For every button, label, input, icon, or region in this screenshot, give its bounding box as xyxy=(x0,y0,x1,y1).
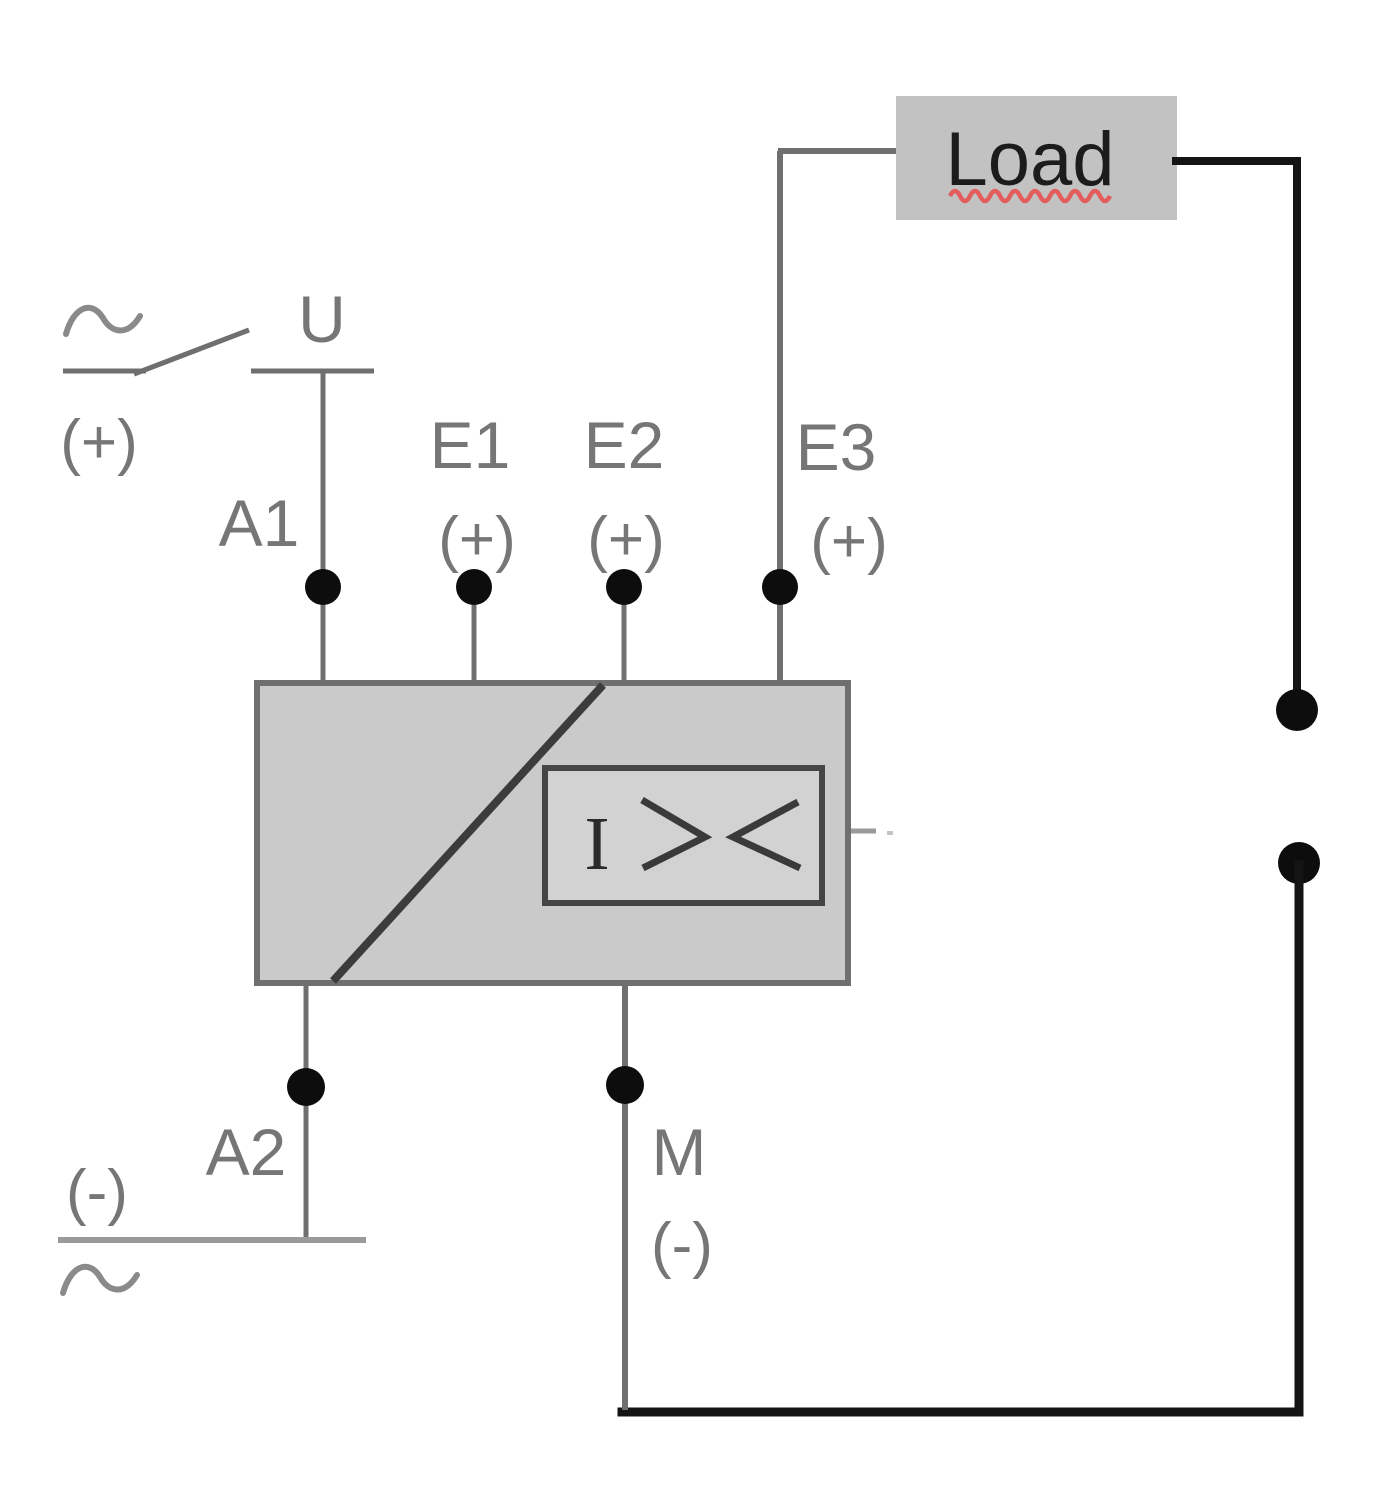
supply-voltage-label: U xyxy=(298,282,346,356)
load-box xyxy=(896,96,1177,220)
source-minus-label: (-) xyxy=(66,1158,128,1227)
terminal-e1-label: E1 xyxy=(430,408,511,482)
terminal-m-label: M xyxy=(652,1115,707,1189)
terminal-e1-dot xyxy=(456,569,492,605)
terminal-m-dot xyxy=(606,1066,644,1104)
terminal-e3-dot xyxy=(762,569,798,605)
spellcheck-underline-icon xyxy=(947,188,1113,204)
device-diagonal-line xyxy=(330,682,606,984)
terminal-e2-polarity: (+) xyxy=(587,505,665,574)
terminal-e3-label: E3 xyxy=(796,410,877,484)
wire-return-path xyxy=(617,860,1304,1417)
ac-sine-icon-bottom xyxy=(60,1263,140,1296)
terminal-e3-polarity: (+) xyxy=(810,507,888,576)
terminal-a1-dot xyxy=(305,569,341,605)
switch-blade xyxy=(133,327,250,377)
terminal-a1-label: A1 xyxy=(219,486,300,560)
source-plus-label: (+) xyxy=(60,408,138,477)
terminal-m-polarity: (-) xyxy=(651,1211,713,1280)
contact-upper-dot xyxy=(1276,689,1318,731)
terminal-e2-dot xyxy=(606,569,642,605)
terminal-a2-dot xyxy=(287,1068,325,1106)
wire-load-to-contact xyxy=(1172,157,1301,712)
terminal-a2-label: A2 xyxy=(206,1115,287,1189)
terminal-e1-polarity: (+) xyxy=(438,505,516,574)
ac-sine-icon xyxy=(63,304,143,337)
load-label: Load xyxy=(945,117,1114,202)
current-function-box xyxy=(542,765,825,906)
current-threshold-icon xyxy=(640,796,802,872)
terminal-e2-label: E2 xyxy=(584,408,665,482)
current-symbol-label: I xyxy=(584,802,609,886)
